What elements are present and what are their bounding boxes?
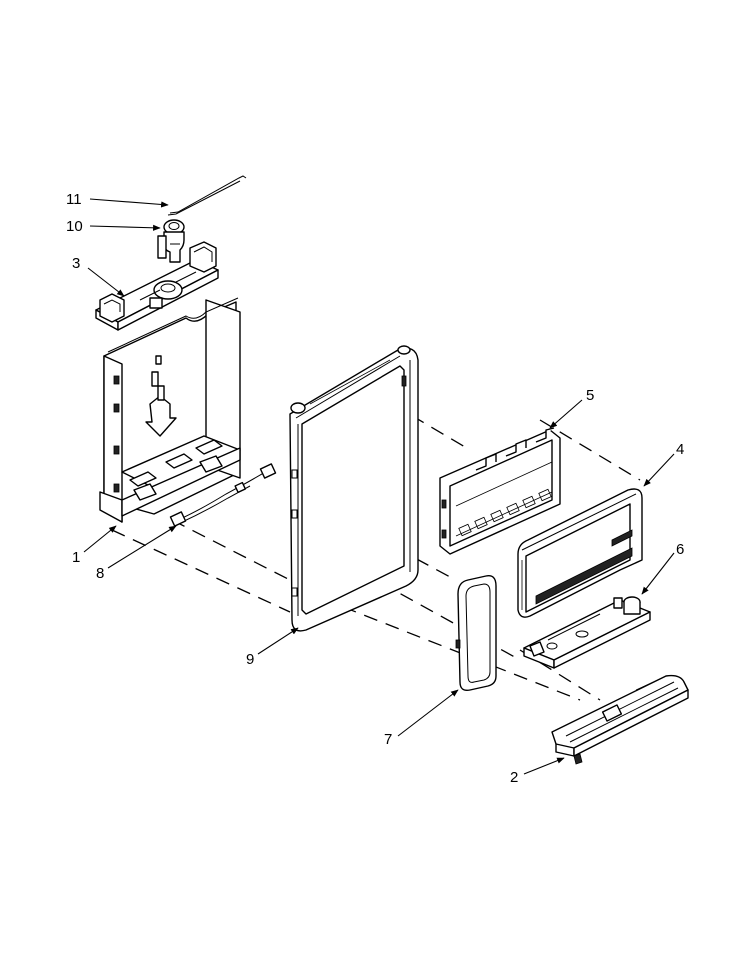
callout-8: 8 (96, 565, 104, 582)
callout-2: 2 (510, 769, 518, 786)
callout-10: 10 (66, 218, 83, 235)
callout-7: 7 (384, 731, 392, 748)
part-7-tube-cover (455, 575, 497, 692)
part-4-dispenser-panel (517, 488, 643, 618)
part-5-control-frame (439, 427, 561, 555)
callout-numbers: 11 10 3 5 4 1 8 6 9 7 2 (66, 191, 684, 786)
callout-3: 3 (72, 255, 80, 272)
callout-6: 6 (676, 541, 684, 558)
part-11-wire-clip (167, 175, 247, 216)
callout-11: 11 (66, 191, 82, 208)
callout-9: 9 (246, 651, 254, 668)
part-3-top-bracket (95, 241, 219, 331)
callout-5: 5 (586, 387, 594, 404)
part-6-lower-bracket (523, 596, 651, 669)
callout-1: 1 (72, 549, 80, 566)
callout-4: 4 (676, 441, 684, 458)
part-1-housing (99, 297, 241, 523)
part-2-drip-tray (551, 674, 689, 765)
part-9-door-frame (289, 345, 419, 632)
part-8-wire-harness (169, 463, 277, 527)
callout-leaders (83, 198, 675, 775)
part-10-water-fitting (157, 219, 185, 263)
